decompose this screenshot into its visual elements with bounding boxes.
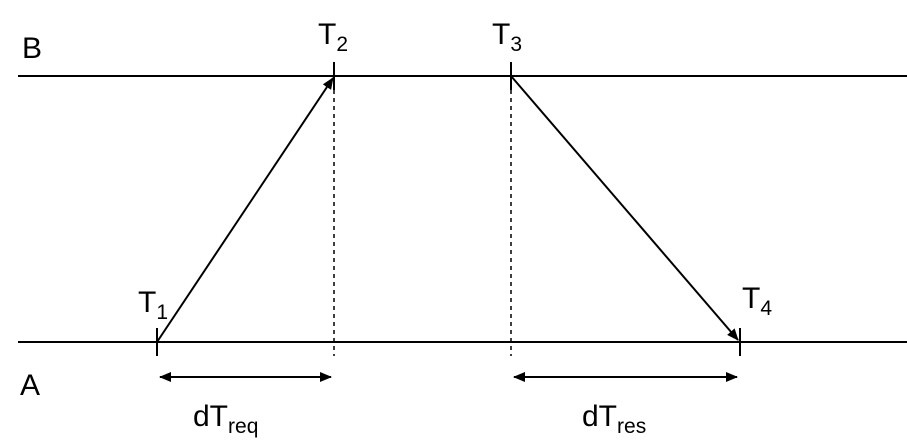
interval-label-response: dTres bbox=[582, 400, 646, 438]
event-label-t4: T4 bbox=[742, 282, 772, 320]
response-message-arrow bbox=[510, 75, 739, 341]
event-label-t3: T3 bbox=[492, 18, 522, 56]
event-label-t1: T1 bbox=[138, 286, 168, 324]
request-message-arrow bbox=[156, 77, 334, 343]
timeline-b-label: B bbox=[22, 32, 42, 65]
timeline-a-label: A bbox=[20, 369, 40, 402]
interval-label-request: dTreq bbox=[193, 400, 258, 438]
event-label-t2: T2 bbox=[318, 18, 348, 56]
